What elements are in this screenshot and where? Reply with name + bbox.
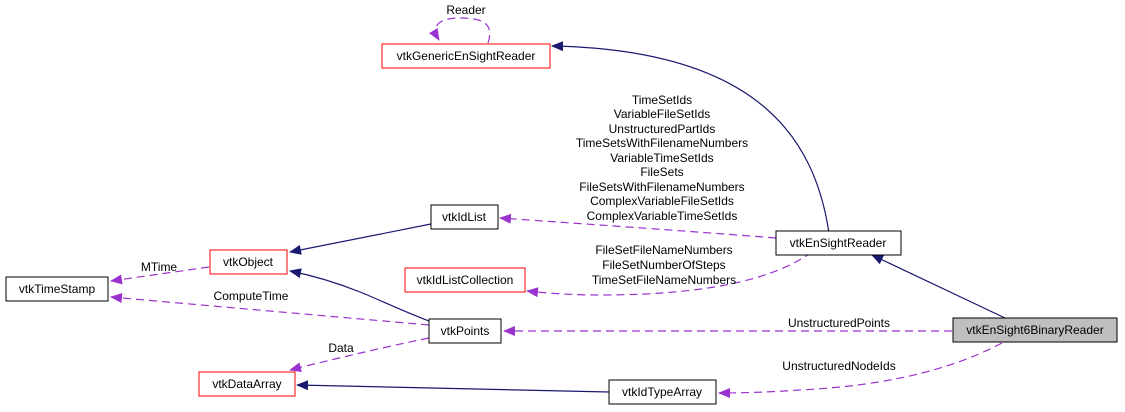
edge-label-line: VariableFileSetIds	[614, 107, 711, 121]
node-vtk-ensight-reader[interactable]: vtkEnSightReader	[775, 230, 902, 256]
node-vtk-object[interactable]: vtkObject	[209, 249, 288, 275]
node-vtk-id-list-collection[interactable]: vtkIdListCollection	[404, 267, 526, 293]
edge-label-line: TimeSetIds	[632, 93, 692, 107]
edge-label-line: VariableTimeSetIds	[610, 151, 713, 165]
node-label: vtkPoints	[441, 324, 490, 338]
node-label: vtkTimeStamp	[19, 282, 96, 296]
edge-generic-self-reader	[429, 17, 491, 44]
edge-idtypearray-to-dataarray	[296, 380, 610, 393]
edge-label-line: FileSetsWithFilenameNumbers	[579, 180, 744, 194]
edge-label-reader: Reader	[446, 3, 485, 17]
edge-object-to-timestamp	[110, 266, 210, 285]
edge-ensight-to-generic	[551, 41, 830, 234]
edge-label-line: ComplexVariableTimeSetIds	[587, 209, 738, 223]
edge-binary-to-idtypearray	[718, 342, 1003, 398]
edge-label-line: FileSets	[640, 165, 683, 179]
edge-label-unstructured-node-ids: UnstructuredNodeIds	[782, 359, 895, 373]
edge-points-to-dataarray	[289, 337, 430, 373]
edge-label-mtime: MTime	[141, 260, 178, 274]
node-vtk-id-list[interactable]: vtkIdList	[430, 204, 499, 230]
node-vtk-ensight6-binary-reader[interactable]: vtkEnSight6BinaryReader	[952, 317, 1118, 343]
node-vtk-points[interactable]: vtkPoints	[428, 318, 502, 344]
node-label: vtkDataArray	[212, 377, 281, 391]
node-label: vtkGenericEnSightReader	[397, 49, 536, 63]
edge-label-unstructured-points: UnstructuredPoints	[788, 316, 890, 330]
node-label: vtkIdListCollection	[417, 273, 514, 287]
node-label: vtkIdList	[442, 210, 487, 224]
node-label: vtkIdTypeArray	[622, 385, 702, 399]
edge-ensight-to-idlistcoll	[526, 251, 813, 298]
edge-points-to-object	[289, 268, 430, 322]
edge-label-line: FileSetFileNameNumbers	[595, 243, 732, 257]
node-vtk-generic-ensight-reader[interactable]: vtkGenericEnSightReader	[381, 43, 551, 69]
edge-label-line: UnstructuredPartIds	[609, 122, 716, 136]
edge-label-line: TimeSetFileNameNumbers	[592, 273, 736, 287]
node-label: vtkEnSight6BinaryReader	[966, 323, 1103, 337]
edge-idlist-to-object	[289, 223, 432, 255]
edge-label-data: Data	[328, 341, 354, 355]
edge-label-line: ComplexVariableFileSetIds	[590, 194, 734, 208]
node-vtk-time-stamp[interactable]: vtkTimeStamp	[5, 276, 109, 302]
node-vtk-id-type-array[interactable]: vtkIdTypeArray	[608, 379, 717, 405]
edge-label-computetime: ComputeTime	[214, 289, 289, 303]
edge-label-line: FileSetNumberOfSteps	[602, 258, 725, 272]
node-label: vtkEnSightReader	[790, 236, 887, 250]
edge-binary-to-ensight	[871, 254, 1006, 319]
node-label: vtkObject	[223, 255, 274, 269]
edge-label-idlistcollection-members: FileSetFileNameNumbers FileSetNumberOfSt…	[592, 243, 736, 287]
edge-ensight-to-idlist	[499, 213, 777, 239]
node-vtk-data-array[interactable]: vtkDataArray	[198, 371, 296, 397]
edge-label-idlist-members: TimeSetIds VariableFileSetIds Unstructur…	[576, 93, 748, 223]
edge-label-line: TimeSetsWithFilenameNumbers	[576, 136, 748, 150]
